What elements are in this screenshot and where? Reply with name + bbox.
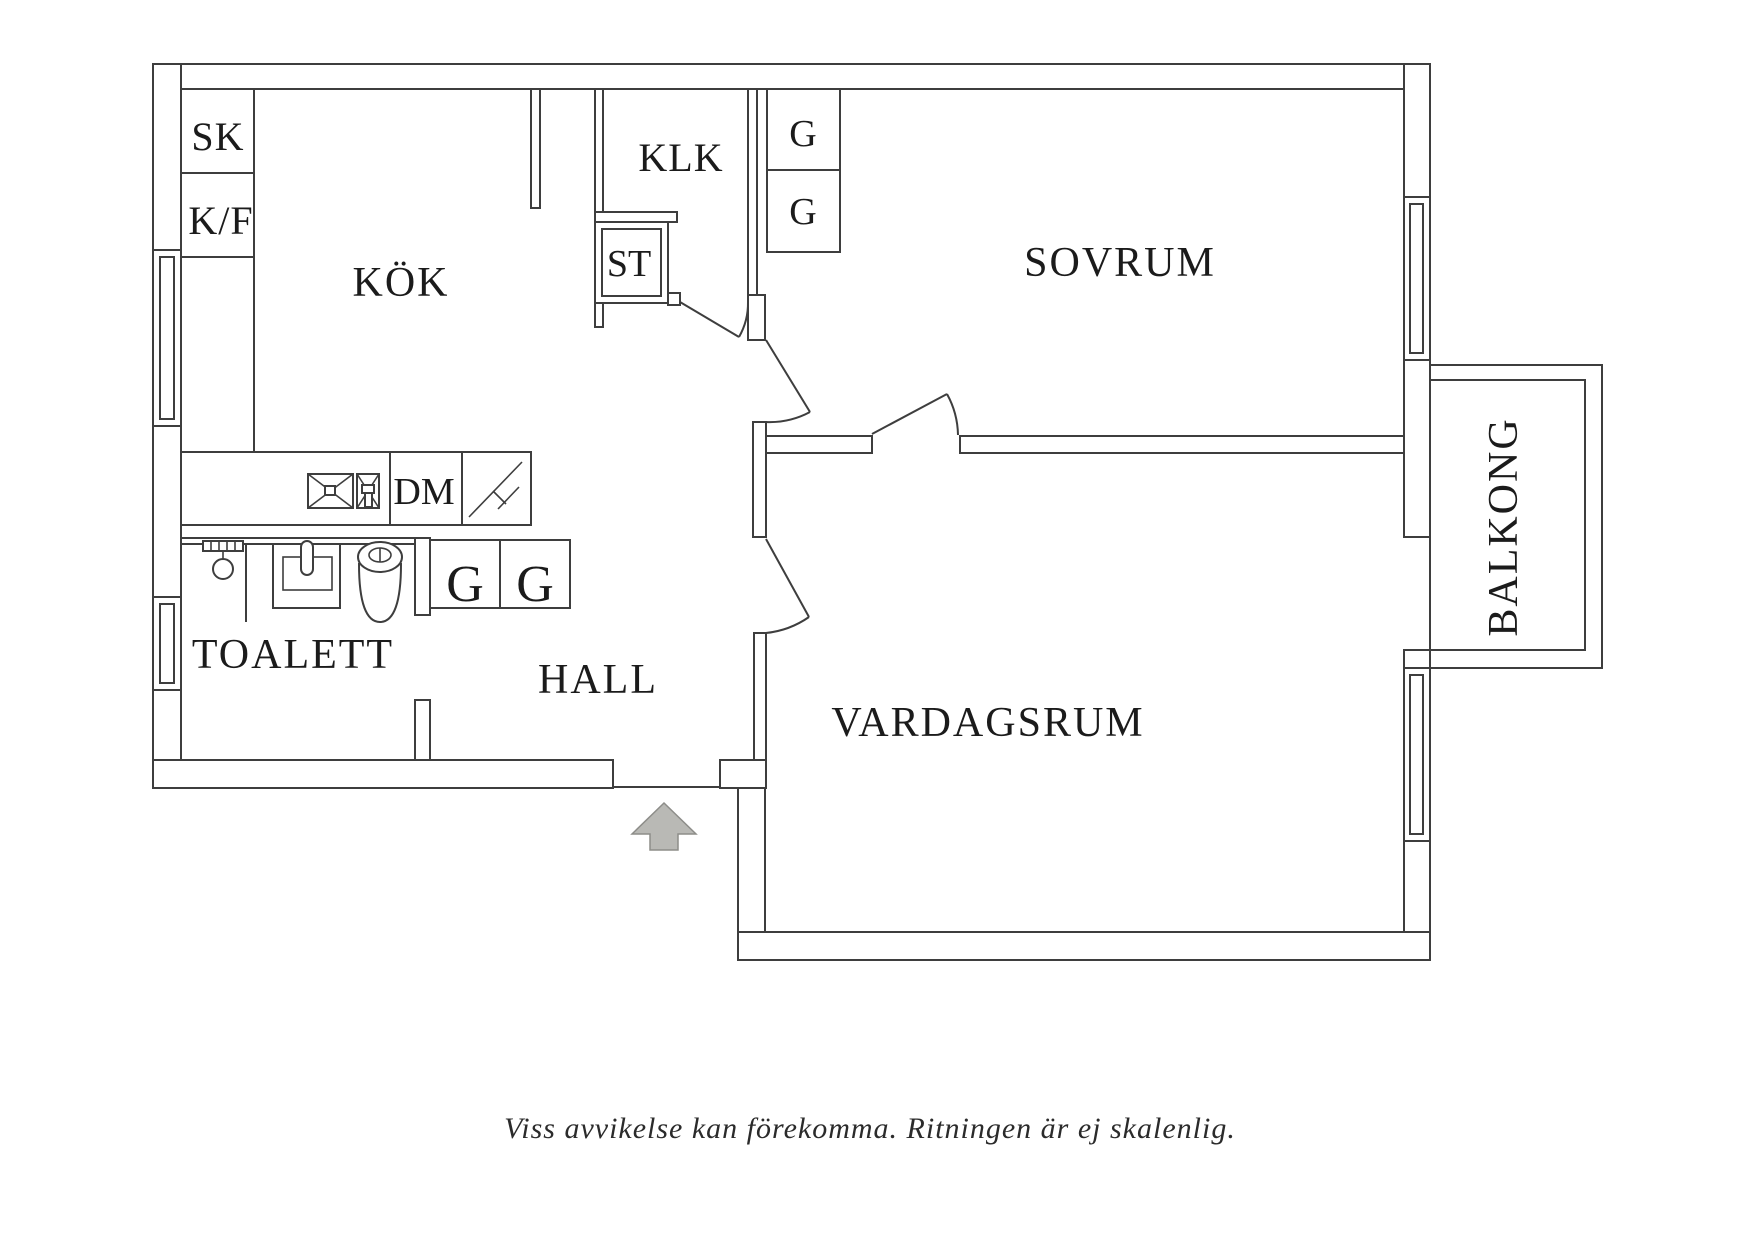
room-label-livingroom: VARDAGSRUM: [831, 700, 1144, 746]
room-label-balcony: BALKONG: [1481, 417, 1527, 636]
wall-kitchen-stub: [530, 88, 541, 209]
double-sink-icon: [307, 473, 380, 509]
window-icon: [1403, 196, 1431, 361]
label-dishwasher: DM: [393, 471, 454, 513]
labels: SK K/F KÖK KLK ST G G SOVRUM DM G G TOAL…: [188, 113, 1527, 1145]
wall-st-step: [594, 211, 678, 223]
wall-door-post-center: [747, 294, 766, 341]
wall-hall-living-lower: [753, 632, 767, 761]
label-wardrobe: G: [789, 191, 816, 233]
stove-icon: [468, 461, 523, 518]
label-wardrobe: G: [789, 113, 816, 155]
balcony-outline: [1429, 364, 1603, 669]
label-st: ST: [607, 243, 651, 285]
room-label-bedroom: SOVRUM: [1024, 240, 1216, 286]
cabinets: [180, 88, 841, 609]
wall-entrance-post: [719, 759, 767, 789]
room-label-kitchen: KÖK: [353, 260, 450, 306]
window-icon: [152, 596, 182, 691]
wall-klk-west: [594, 88, 604, 213]
label-kf: K/F: [188, 198, 253, 243]
wall-toilet-east-lower: [414, 699, 431, 761]
washbasin-icon: [272, 540, 341, 609]
wall-bedroom-living-right: [959, 435, 1405, 454]
wall-bottom-left: [152, 759, 614, 789]
doors: [679, 301, 959, 634]
toilet-icon: [357, 541, 403, 624]
windows: [152, 196, 1431, 842]
cabinet-sk: [180, 88, 255, 174]
room-label-hall: HALL: [538, 657, 658, 703]
kitchen-fixtures: [307, 461, 523, 518]
toilet-fixtures: [202, 540, 403, 624]
window-icon: [152, 249, 182, 427]
wall-bedroom-living-left: [765, 435, 873, 454]
st-closet-inner: [601, 228, 662, 297]
wall-klk-east: [747, 88, 758, 296]
label-sk: SK: [191, 114, 244, 159]
entrance-arrow-up-icon: [630, 801, 698, 851]
shower-icon: [202, 540, 244, 580]
label-wardrobe: G: [516, 556, 554, 613]
room-label-toilet: TOALETT: [192, 632, 394, 678]
wardrobe-box: [429, 539, 501, 609]
cabinet-kf: [180, 172, 255, 258]
wall-toilet-east-upper: [414, 537, 431, 616]
wardrobe-box: [499, 539, 571, 609]
st-closet: [594, 221, 669, 304]
door-swing-icon: [765, 339, 811, 424]
wardrobe-box: [766, 88, 841, 171]
wall-klk-door-jamb: [667, 292, 681, 306]
wall-bottom: [737, 931, 1431, 961]
wardrobe-box: [766, 169, 841, 253]
window-icon: [1403, 667, 1431, 842]
door-swing-icon: [871, 393, 959, 436]
label-wardrobe: G: [446, 556, 484, 613]
door-swing-icon: [679, 301, 750, 338]
disclaimer-caption: Viss avvikelse kan förekomma. Ritningen …: [504, 1112, 1236, 1145]
door-swing-icon: [765, 538, 810, 634]
room-label-closet: KLK: [638, 135, 723, 180]
wall-top: [152, 63, 1431, 90]
wall-st-stub: [594, 302, 604, 328]
wall-hall-bedroom-stub: [752, 421, 767, 538]
